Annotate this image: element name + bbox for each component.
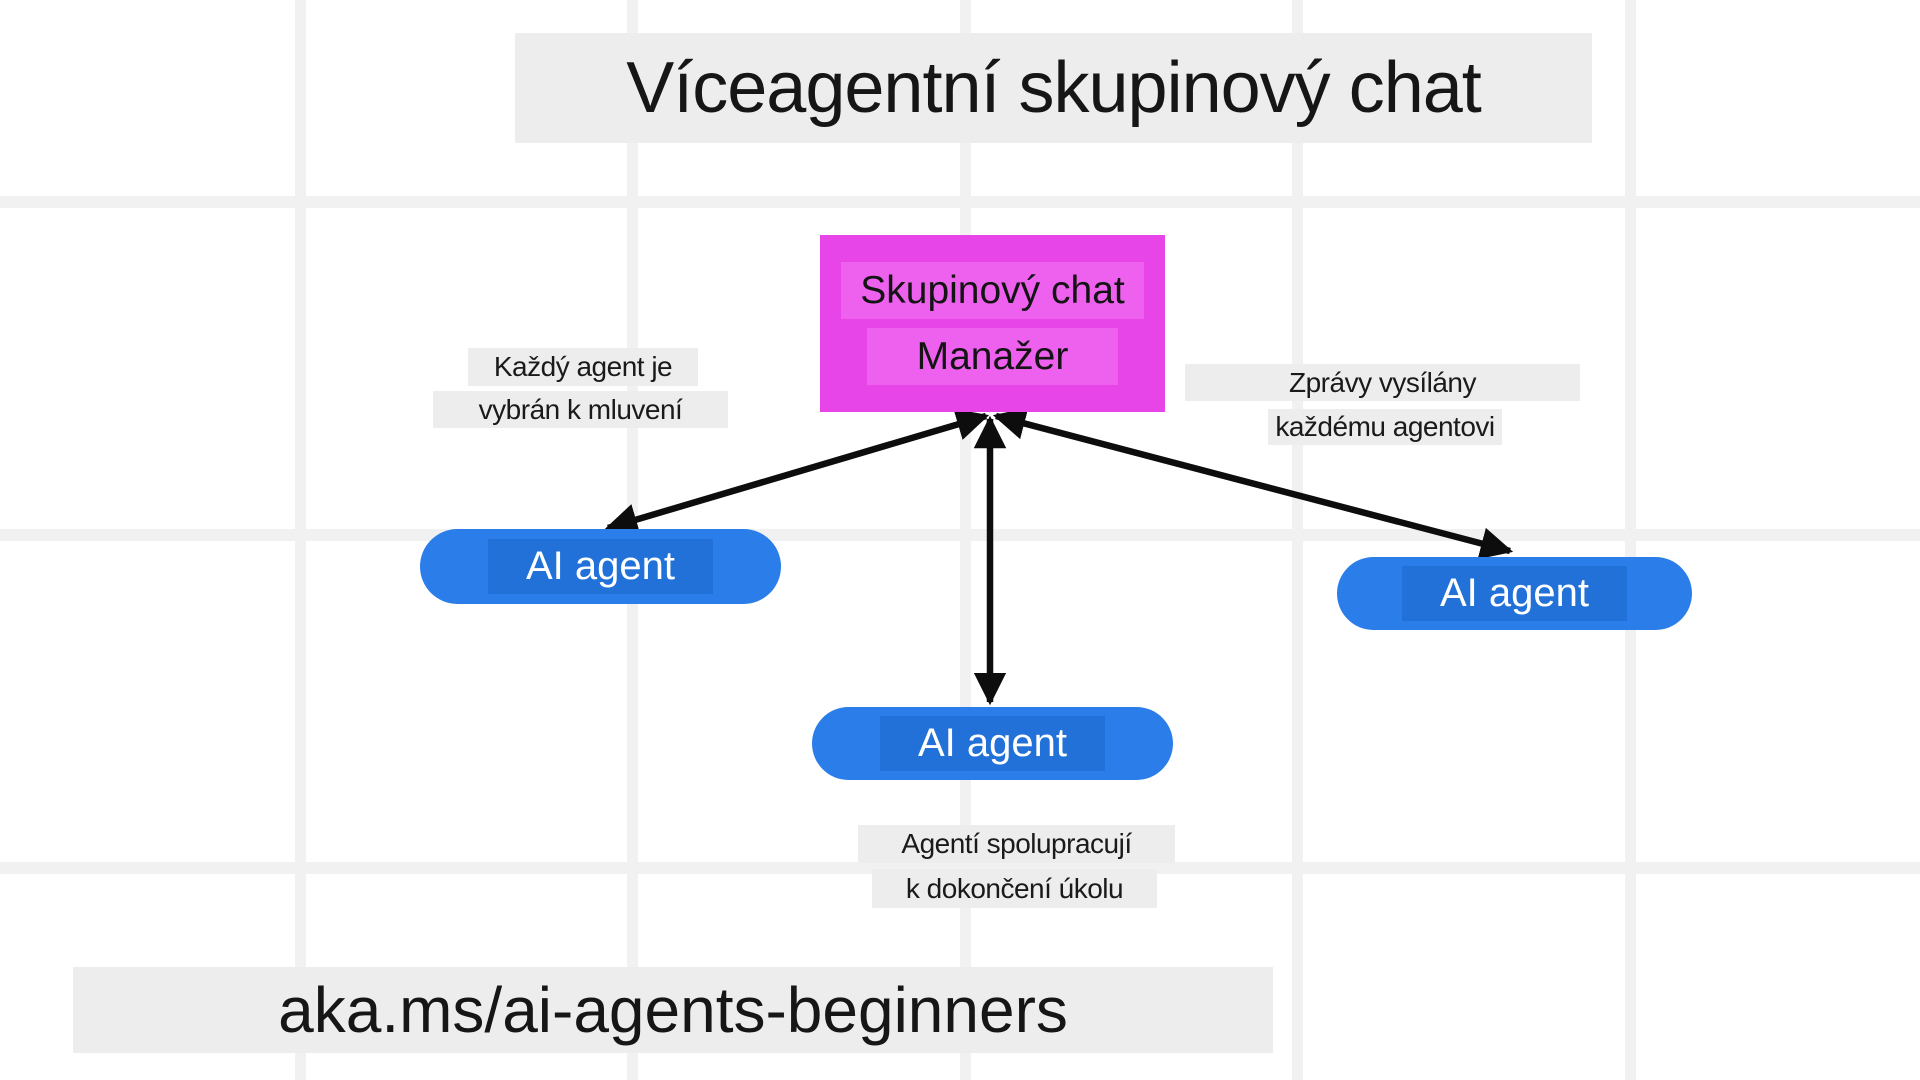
ai-agent-label: AI agent <box>1402 566 1627 621</box>
annotation-right-line1: Zprávy vysílány <box>1185 364 1580 401</box>
node-group-chat-manager: Skupinový chat Manažer <box>820 235 1165 412</box>
annotation-left-line2: vybrán k mluvení <box>433 391 728 428</box>
diagram-title: Víceagentní skupinový chat <box>515 33 1592 143</box>
node-ai-agent-right: AI agent <box>1337 557 1692 630</box>
ai-agent-label: AI agent <box>880 716 1105 771</box>
manager-label-line2: Manažer <box>866 328 1119 385</box>
grid-line-horizontal <box>0 862 1920 874</box>
annotation-left-line1: Každý agent je <box>468 348 698 386</box>
arrow-manager-agent-left <box>604 408 990 536</box>
grid-line-horizontal <box>0 529 1920 541</box>
annotation-bottom-line1: Agentí spolupracují <box>858 825 1175 863</box>
grid-line-horizontal <box>0 196 1920 208</box>
node-ai-agent-left: AI agent <box>420 529 781 604</box>
annotation-bottom-line2: k dokončení úkolu <box>872 869 1157 908</box>
footer-url: aka.ms/ai-agents-beginners <box>73 967 1273 1053</box>
annotation-right-line2: každému agentovi <box>1268 409 1502 445</box>
manager-label-line1: Skupinový chat <box>841 262 1144 319</box>
node-ai-agent-center: AI agent <box>812 707 1173 780</box>
ai-agent-label: AI agent <box>488 539 713 594</box>
